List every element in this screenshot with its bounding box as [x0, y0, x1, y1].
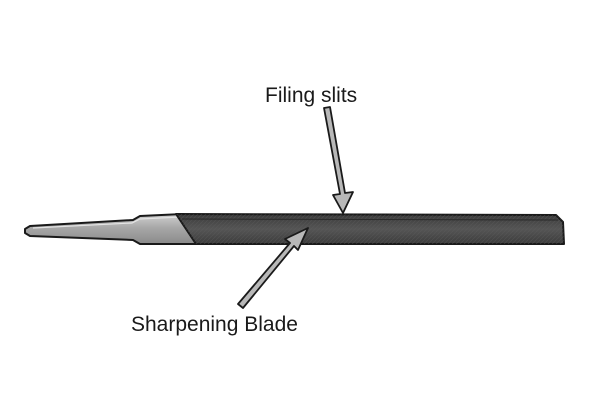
sharpening-blade-arrow [237, 227, 309, 309]
file-tang-highlight [32, 216, 181, 229]
sharpening-blade-label: Sharpening Blade [131, 313, 298, 336]
filing-slits-label: Filing slits [265, 84, 358, 107]
filing-slits-arrow [323, 106, 354, 214]
file-slits-texture [176, 214, 564, 244]
file-top-edge [181, 218, 559, 221]
file-tang [24, 213, 197, 245]
